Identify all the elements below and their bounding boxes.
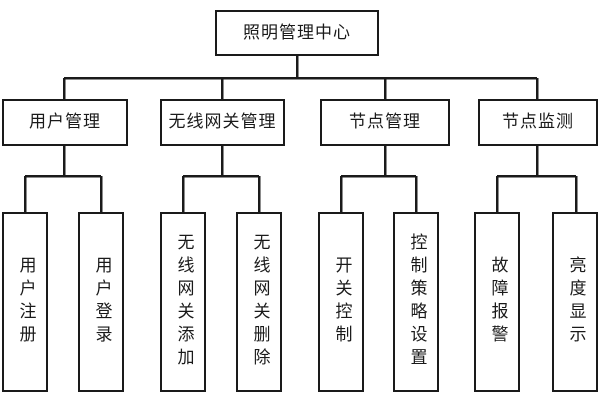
node-user-registration-label: 用户注册 bbox=[15, 256, 36, 348]
node-control-strategy-settings-label: 控制策略设置 bbox=[406, 233, 427, 371]
node-node-management[interactable]: 节点管理 bbox=[320, 99, 450, 146]
node-switch-control-label: 开关控制 bbox=[331, 256, 352, 348]
node-node-management-label: 节点管理 bbox=[349, 112, 421, 133]
node-user-management-label: 用户管理 bbox=[29, 112, 101, 133]
node-user-management[interactable]: 用户管理 bbox=[2, 99, 128, 146]
node-gateway-add-label: 无线网关添加 bbox=[173, 233, 194, 371]
node-user-registration[interactable]: 用户注册 bbox=[2, 212, 48, 392]
node-user-login[interactable]: 用户登录 bbox=[78, 212, 124, 392]
node-brightness-display-label: 亮度显示 bbox=[565, 256, 586, 348]
node-fault-alarm-label: 故障报警 bbox=[487, 256, 508, 348]
node-gateway-add[interactable]: 无线网关添加 bbox=[160, 212, 206, 392]
node-wireless-gateway-management-label: 无线网关管理 bbox=[168, 112, 277, 133]
node-switch-control[interactable]: 开关控制 bbox=[318, 212, 364, 392]
node-gateway-delete[interactable]: 无线网关删除 bbox=[236, 212, 282, 392]
node-node-monitoring-label: 节点监测 bbox=[502, 112, 574, 133]
node-wireless-gateway-management[interactable]: 无线网关管理 bbox=[160, 99, 285, 146]
node-user-login-label: 用户登录 bbox=[91, 256, 112, 348]
node-node-monitoring[interactable]: 节点监测 bbox=[478, 99, 598, 146]
node-gateway-delete-label: 无线网关删除 bbox=[249, 233, 270, 371]
node-fault-alarm[interactable]: 故障报警 bbox=[474, 212, 520, 392]
node-root-label: 照明管理中心 bbox=[243, 22, 351, 43]
node-brightness-display[interactable]: 亮度显示 bbox=[552, 212, 598, 392]
node-root[interactable]: 照明管理中心 bbox=[215, 10, 379, 56]
node-control-strategy-settings[interactable]: 控制策略设置 bbox=[393, 212, 439, 392]
